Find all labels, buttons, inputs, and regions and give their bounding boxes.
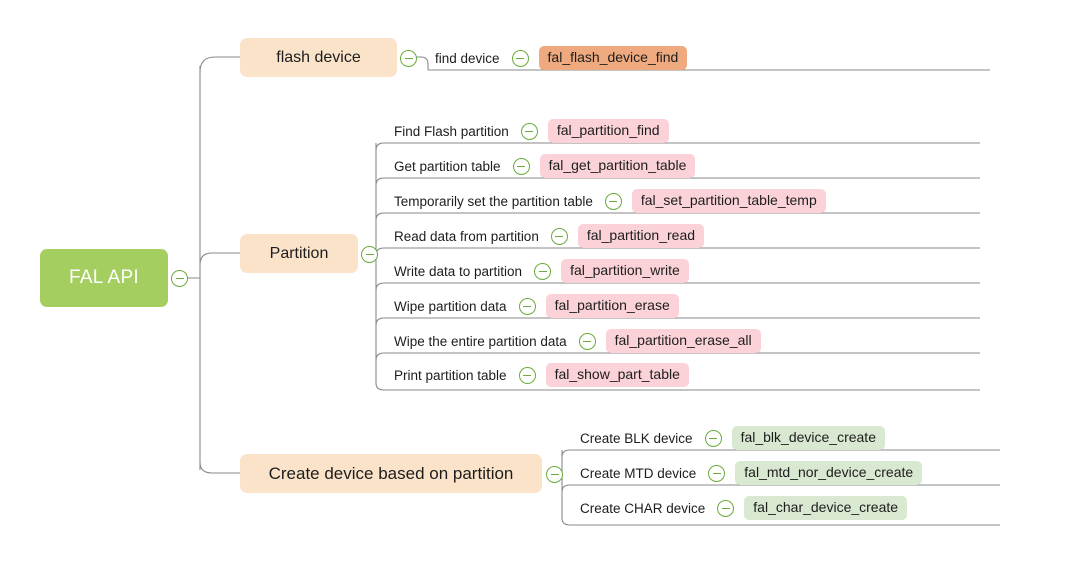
collapse-icon-char-device-create[interactable] bbox=[717, 499, 735, 517]
collapse-icon-blk-device-create[interactable] bbox=[704, 429, 722, 447]
api-badge[interactable]: fal_partition_erase_all bbox=[605, 329, 761, 353]
leaf-row[interactable]: Create BLK device fal_blk_device_create bbox=[578, 425, 885, 451]
collapse-icon-mtd-nor-device-create[interactable] bbox=[708, 464, 726, 482]
branch-label: Create device based on partition bbox=[268, 463, 514, 483]
collapse-icon-create-device[interactable] bbox=[546, 466, 563, 483]
api-badge[interactable]: fal_partition_find bbox=[547, 119, 669, 143]
root-node-label: FAL API bbox=[68, 267, 140, 288]
collapse-icon-partition-write[interactable] bbox=[534, 262, 552, 280]
branch-label: Partition bbox=[269, 244, 329, 262]
collapse-icon-partition-read[interactable] bbox=[550, 227, 568, 245]
api-badge[interactable]: fal_partition_write bbox=[561, 259, 689, 283]
leaf-label: Write data to partition bbox=[394, 263, 523, 279]
collapse-icon-set-partition-table-temp[interactable] bbox=[604, 192, 622, 210]
api-badge[interactable]: fal_flash_device_find bbox=[538, 46, 688, 70]
leaf-row[interactable]: Write data to partition fal_partition_wr… bbox=[392, 258, 689, 284]
branch-node-partition[interactable]: Partition bbox=[240, 234, 358, 273]
api-badge[interactable]: fal_blk_device_create bbox=[731, 426, 885, 450]
branch-node-create-device[interactable]: Create device based on partition bbox=[240, 454, 542, 493]
leaf-label: Get partition table bbox=[394, 158, 501, 174]
leaf-row[interactable]: Print partition table fal_show_part_tabl… bbox=[392, 362, 689, 388]
branch-label: flash device bbox=[276, 48, 361, 66]
leaf-label: Temporarily set the partition table bbox=[394, 193, 593, 209]
leaf-row[interactable]: Find Flash partition fal_partition_find bbox=[392, 118, 669, 144]
collapse-icon-partition[interactable] bbox=[361, 246, 378, 263]
leaf-row[interactable]: Create MTD device fal_mtd_nor_device_cre… bbox=[578, 460, 923, 486]
leaf-label: find device bbox=[435, 50, 500, 66]
leaf-row[interactable]: Get partition table fal_get_partition_ta… bbox=[392, 153, 696, 179]
leaf-label: Print partition table bbox=[394, 367, 507, 383]
branch-node-flash-device[interactable]: flash device bbox=[240, 38, 397, 77]
api-badge[interactable]: fal_show_part_table bbox=[545, 363, 689, 387]
leaf-row[interactable]: Wipe the entire partition data fal_parti… bbox=[392, 328, 761, 354]
collapse-icon-partition-find[interactable] bbox=[520, 122, 538, 140]
collapse-icon-root[interactable] bbox=[171, 270, 188, 287]
collapse-icon-show-part-table[interactable] bbox=[518, 366, 536, 384]
collapse-icon-partition-erase[interactable] bbox=[518, 297, 536, 315]
leaf-row[interactable]: Read data from partition fal_partition_r… bbox=[392, 223, 705, 249]
leaf-row[interactable]: Create CHAR device fal_char_device_creat… bbox=[578, 495, 908, 521]
leaf-row[interactable]: Wipe partition data fal_partition_erase bbox=[392, 293, 679, 319]
collapse-icon-find-device[interactable] bbox=[511, 49, 529, 67]
collapse-icon-partition-erase-all[interactable] bbox=[578, 332, 596, 350]
leaf-label: Create MTD device bbox=[580, 465, 697, 481]
leaf-row[interactable]: Temporarily set the partition table fal_… bbox=[392, 188, 826, 214]
api-badge[interactable]: fal_set_partition_table_temp bbox=[631, 189, 826, 213]
root-node[interactable]: FAL API bbox=[40, 249, 168, 307]
leaf-label: Find Flash partition bbox=[394, 123, 509, 139]
api-badge[interactable]: fal_partition_erase bbox=[545, 294, 679, 318]
api-badge[interactable]: fal_mtd_nor_device_create bbox=[735, 461, 923, 485]
leaf-label: Wipe the entire partition data bbox=[394, 333, 567, 349]
api-badge[interactable]: fal_partition_read bbox=[577, 224, 705, 248]
leaf-label: Create CHAR device bbox=[580, 500, 706, 516]
leaf-label: Create BLK device bbox=[580, 430, 693, 446]
api-badge[interactable]: fal_get_partition_table bbox=[539, 154, 696, 178]
leaf-row[interactable]: find device fal_flash_device_find bbox=[433, 45, 688, 71]
collapse-icon-flash-device[interactable] bbox=[400, 50, 417, 67]
leaf-label: Read data from partition bbox=[394, 228, 539, 244]
leaf-label: Wipe partition data bbox=[394, 298, 507, 314]
api-badge[interactable]: fal_char_device_create bbox=[744, 496, 908, 520]
collapse-icon-get-partition-table[interactable] bbox=[512, 157, 530, 175]
